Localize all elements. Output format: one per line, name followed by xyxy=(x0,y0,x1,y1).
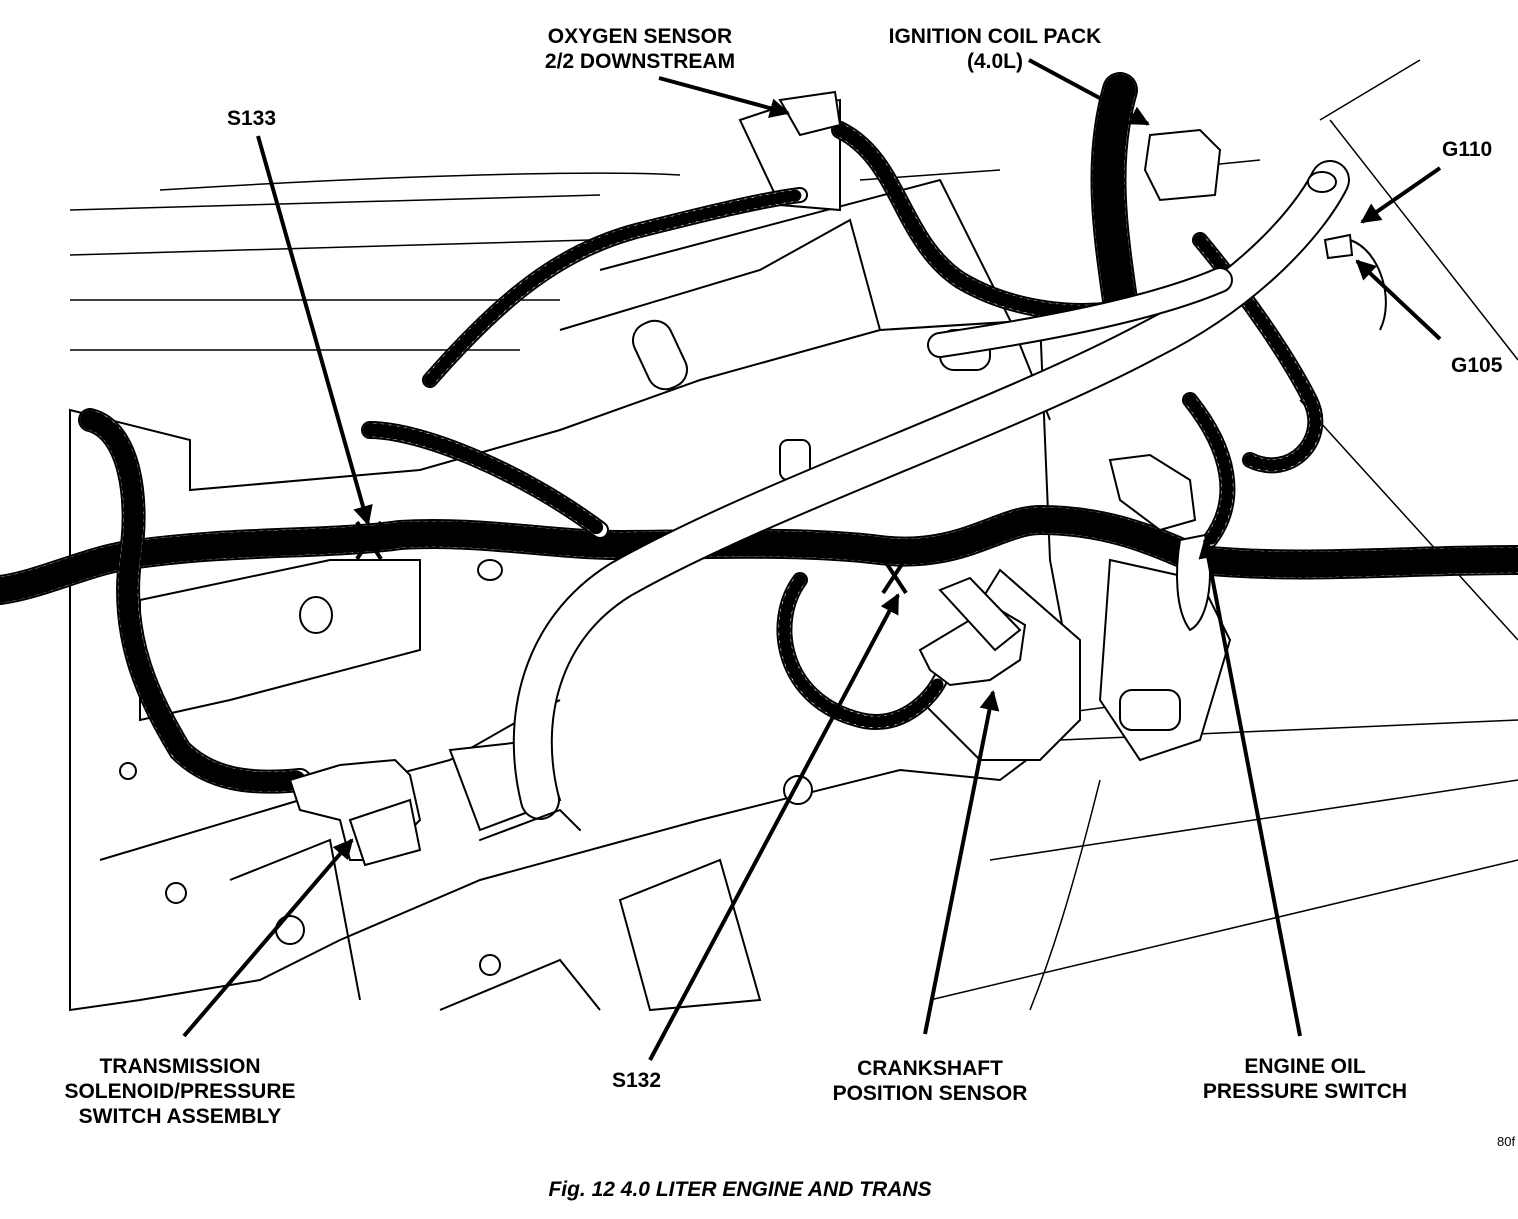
figure-reference-code: 80f xyxy=(1497,1134,1516,1149)
oxygen-sensor-label: OXYGEN SENSOR 2/2 DOWNSTREAM xyxy=(544,25,736,73)
s133-splice-mark xyxy=(355,520,383,561)
g105-leader xyxy=(1355,259,1442,341)
s132-leader xyxy=(648,593,900,1061)
leader-arrows xyxy=(182,58,1442,1061)
splice-markers xyxy=(355,520,908,595)
transmission-solenoid-leader xyxy=(182,838,354,1038)
connectors xyxy=(288,90,1387,867)
g110-label: G110 xyxy=(1442,138,1493,161)
engine-oil-pressure-switch-label: ENGINE OIL PRESSURE SWITCH xyxy=(1202,1055,1408,1103)
g105-label: G105 xyxy=(1451,354,1503,377)
figure-caption: Fig. 12 4.0 LITER ENGINE AND TRANS xyxy=(548,1178,932,1201)
crankshaft-sensor-label: CRANKSHAFT POSITION SENSOR xyxy=(832,1057,1028,1105)
s133-label: S133 xyxy=(227,107,277,130)
s132-splice-mark xyxy=(881,556,908,595)
s133-leader xyxy=(256,135,373,526)
oil-pressure-switch-leader xyxy=(1198,538,1302,1037)
s132-label: S132 xyxy=(612,1069,662,1092)
ignition-coil-pack-label: IGNITION COIL PACK (4.0L) xyxy=(888,25,1102,73)
transmission-solenoid-label: TRANSMISSION SOLENOID/PRESSURE SWITCH AS… xyxy=(64,1055,296,1128)
coolant-hose xyxy=(479,160,1350,841)
ignition-coil-leader xyxy=(1028,58,1150,126)
bolts xyxy=(119,319,1181,976)
oxygen-sensor-leader xyxy=(658,76,790,118)
g110-leader xyxy=(1360,166,1442,224)
crankshaft-sensor-leader xyxy=(923,690,1000,1035)
